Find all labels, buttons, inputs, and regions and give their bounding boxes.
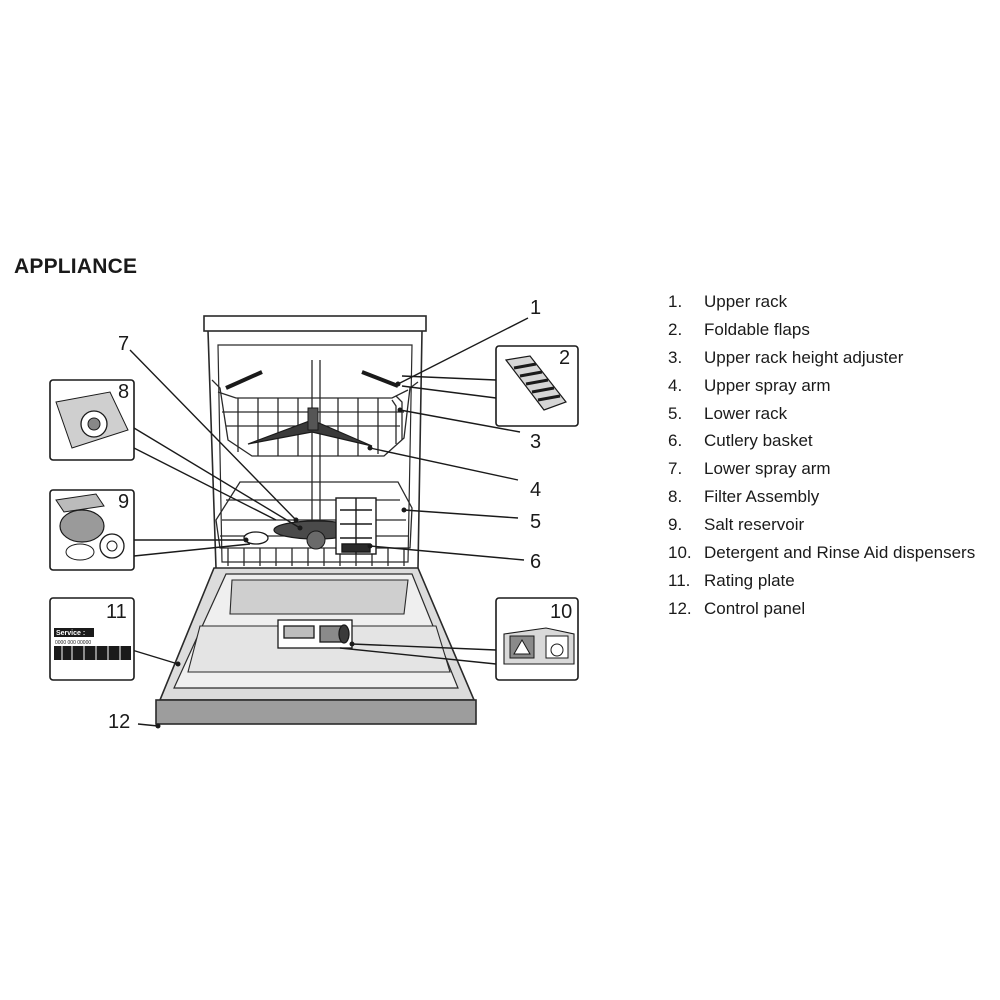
legend-label: Cutlery basket [704, 431, 813, 451]
legend-label: Upper rack height adjuster [704, 347, 904, 367]
rating-plate-code: 0000 000 00000 [55, 640, 91, 646]
callout-6: 6 [530, 551, 541, 573]
legend-item: 12. Control panel [668, 597, 975, 625]
legend-label: Lower rack [704, 403, 788, 423]
parts-legend: 1. Upper rack 2. Foldable flaps 3. Upper ra… [668, 290, 975, 625]
legend-item: 2. Foldable flaps [668, 318, 975, 346]
inset-foldable-flaps [495, 345, 579, 427]
leader-dots [155, 381, 407, 729]
callout-11: 11 [106, 601, 127, 623]
detergent-dispenser [277, 619, 353, 649]
legend-number: 12. [668, 598, 692, 618]
upper-rack-flaps [225, 370, 399, 390]
legend-item: 4. Upper spray arm [668, 374, 975, 402]
legend-label: Upper spray arm [704, 375, 831, 395]
legend-number: 9. [668, 515, 683, 535]
callout-4: 4 [530, 479, 541, 501]
legend-item: 9. Salt reservoir [668, 513, 975, 541]
legend-number: 6. [668, 431, 683, 451]
legend-label: Salt reservoir [704, 515, 805, 535]
legend-number: 4. [668, 375, 683, 395]
legend-label: Filter Assembly [704, 487, 820, 507]
rating-plate-service-label: Service : [56, 630, 85, 637]
inset-detergent-dispensers [495, 597, 579, 681]
legend-number: 3. [668, 347, 683, 367]
control-panel [155, 699, 477, 725]
callout-8: 8 [118, 381, 129, 403]
cabinet-sides [207, 330, 423, 569]
legend-number: 10. [668, 543, 692, 563]
callout-7: 7 [118, 333, 129, 355]
legend-item: 1. Upper rack [668, 290, 975, 318]
inset-filter-assembly [49, 379, 135, 461]
callout-9: 9 [118, 491, 129, 513]
legend-item: 3. Upper rack height adjuster [668, 346, 975, 374]
water-tube [311, 360, 321, 520]
legend-number: 8. [668, 487, 683, 507]
legend-item: 7. Lower spray arm [668, 457, 975, 485]
legend-label: Control panel [704, 598, 806, 618]
legend-item: 6. Cutlery basket [668, 429, 975, 457]
salt-reservoir-cap [243, 531, 269, 545]
inset-rating-plate: Service : 0000 000 00000 [49, 597, 135, 681]
diagram-title: APPLIANCE [14, 255, 138, 278]
legend-item: 5. Lower rack [668, 402, 975, 430]
callout-5: 5 [530, 511, 541, 533]
callout-10: 10 [550, 601, 572, 623]
legend-item: 11. Rating plate [668, 569, 975, 597]
rating-plate-barcode [54, 646, 131, 660]
callout-numbers: 1 2 3 4 5 6 7 8 9 10 11 12 [106, 297, 572, 733]
legend-number: 1. [668, 292, 683, 311]
legend-number: 7. [668, 459, 683, 479]
legend-label: Foldable flaps [704, 319, 810, 339]
callout-2: 2 [559, 347, 570, 369]
legend-label: Detergent and Rinse Aid dispensers [704, 543, 976, 563]
worktop [203, 315, 427, 332]
legend-item: 10. Detergent and Rinse Aid dispensers [668, 541, 975, 569]
legend-number: 11. [668, 570, 691, 590]
legend-item: 8. Filter Assembly [668, 485, 975, 513]
leader-lines [129, 317, 529, 727]
callout-1: 1 [530, 297, 541, 319]
upper-spray-arm [247, 407, 373, 447]
callout-12: 12 [108, 711, 130, 733]
legend-label: Lower spray arm [704, 459, 831, 479]
inset-salt-reservoir [49, 489, 135, 571]
legend-label: Rating plate [704, 570, 795, 590]
callout-3: 3 [530, 431, 541, 453]
legend-number: 5. [668, 403, 683, 423]
inner-tub [217, 344, 413, 563]
legend-number: 2. [668, 319, 683, 339]
legend-label: Upper rack [704, 292, 788, 311]
